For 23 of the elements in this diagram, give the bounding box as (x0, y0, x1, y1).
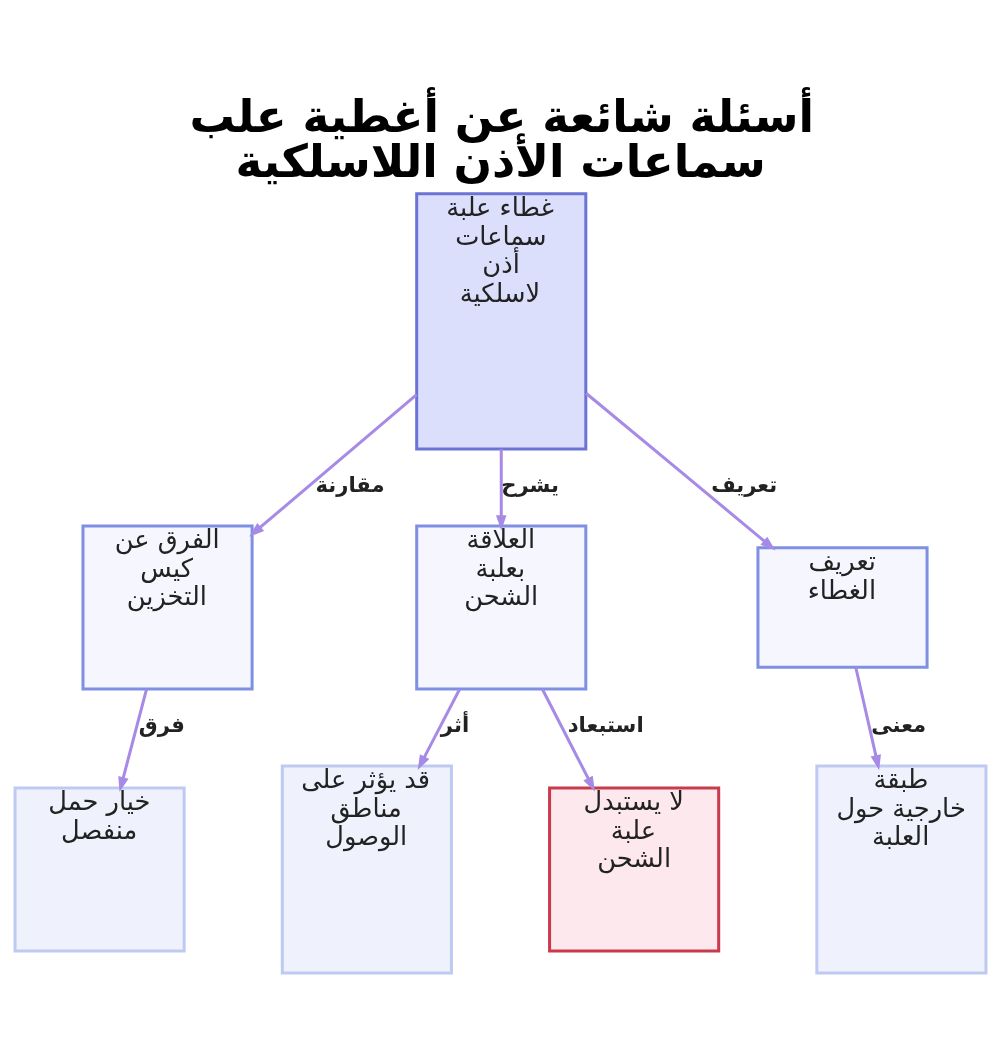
edge-label: مقارنة (315, 471, 385, 497)
edge-label: يشرح (500, 471, 559, 497)
arrow (853, 666, 881, 770)
node-box: طبقة خارجية حول العلبة (814, 764, 987, 974)
arrow (248, 393, 418, 537)
edge-label: تعريف (710, 471, 777, 497)
edge-label: فرق (138, 711, 185, 737)
arrow (417, 688, 461, 770)
arrow (540, 688, 595, 792)
edge-label: استبعاد (567, 711, 644, 737)
diagram-title: أسئلة شائعة عن أغطية علب سماعات الأذن اللاسلكية (188, 89, 814, 188)
node-box: قد يؤثر على مناطق الوصول (280, 764, 453, 974)
node-box: العلاقة بعلبة الشحن (414, 523, 587, 691)
arrow (117, 688, 148, 792)
arrow (584, 391, 775, 550)
edge-label: معنى (870, 711, 926, 737)
node-box: خيار حمل منفصل (13, 785, 186, 953)
node-box: غطاء علبة سماعات أذن لاسلكية (414, 191, 587, 450)
node-box: الفرق عن كيس التخزين (80, 523, 254, 691)
node-box: لا يستبدل علبة الشحن (547, 785, 720, 953)
node-box: تعريف الغطاء (755, 545, 929, 669)
edge-label: أثر (440, 711, 469, 737)
arrow (495, 448, 507, 530)
